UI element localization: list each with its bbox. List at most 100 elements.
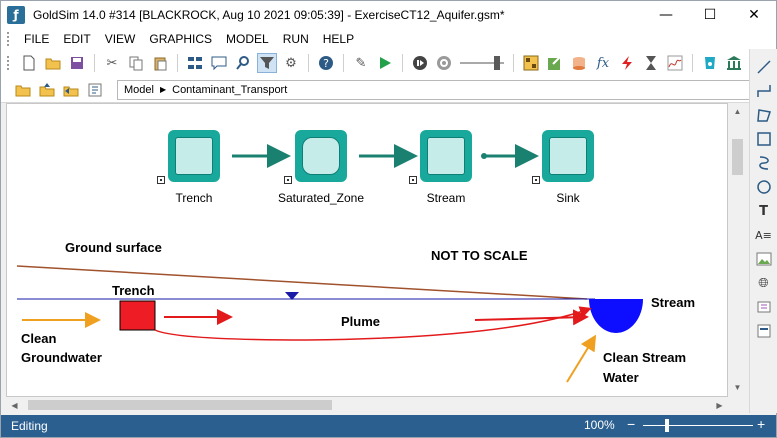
clean-groundwater-label-line2: Groundwater xyxy=(21,350,102,365)
breadcrumb-separator-icon: ▶ xyxy=(159,85,167,94)
zoom-slider[interactable] xyxy=(643,425,753,426)
sink-element[interactable] xyxy=(542,130,594,182)
stream-label: Stream xyxy=(651,295,696,310)
cut-icon[interactable]: ✂ xyxy=(106,55,118,71)
vertical-scrollbar[interactable]: ▲ ▼ xyxy=(729,103,746,413)
clean-stream-water-label-line1: Clean Stream xyxy=(603,350,687,365)
go-back-icon[interactable] xyxy=(61,80,81,100)
polyline-tool-icon[interactable] xyxy=(755,82,773,100)
minimize-button[interactable]: — xyxy=(659,7,673,23)
ground-surface-label: Ground surface xyxy=(65,240,162,255)
find-icon[interactable] xyxy=(233,53,253,73)
contaminant-icon[interactable] xyxy=(700,53,720,73)
menu-model[interactable]: MODEL xyxy=(226,32,269,46)
scroll-down-icon[interactable]: ▼ xyxy=(733,383,742,392)
menu-bar: FILE EDIT VIEW GRAPHICS MODEL RUN HELP xyxy=(1,29,776,49)
menu-edit[interactable]: EDIT xyxy=(63,32,91,46)
maximize-button[interactable]: ☐ xyxy=(703,7,717,23)
menu-help[interactable]: HELP xyxy=(322,32,355,46)
zoom-in-icon[interactable]: + xyxy=(757,416,766,432)
function-icon[interactable]: fx xyxy=(596,55,610,71)
step-icon[interactable] xyxy=(410,53,430,73)
scroll-up-icon[interactable]: ▲ xyxy=(733,107,742,116)
text-tool-icon[interactable]: T xyxy=(759,203,768,219)
timer-icon[interactable] xyxy=(641,53,661,73)
reset-icon[interactable] xyxy=(434,53,454,73)
trench-element[interactable] xyxy=(168,130,220,182)
options-icon[interactable]: ⚙ xyxy=(285,55,297,71)
saturated-zone-element[interactable] xyxy=(295,130,347,182)
browser-icon[interactable] xyxy=(185,53,205,73)
drawing-palette: T A≡ 🌐︎ xyxy=(749,49,777,413)
menu-run[interactable]: RUN xyxy=(282,32,309,46)
trench-box xyxy=(119,300,156,331)
result-chart-icon[interactable] xyxy=(665,53,685,73)
horizontal-scrollbar[interactable]: ◀ ▶ xyxy=(6,397,728,413)
go-home-icon[interactable] xyxy=(85,80,105,100)
trench-label: Trench xyxy=(112,283,155,298)
event-icon[interactable] xyxy=(617,53,637,73)
reservoir-icon xyxy=(549,137,587,175)
container-icon[interactable] xyxy=(521,53,541,73)
polygon-tool-icon[interactable] xyxy=(755,106,773,124)
line-tool-icon[interactable] xyxy=(755,58,773,76)
zoom-slider-thumb[interactable] xyxy=(665,419,669,432)
window-title: GoldSim 14.0 #314 [BLACKROCK, Aug 10 202… xyxy=(33,8,505,22)
toolbar-separator xyxy=(343,54,344,72)
breadcrumb-model[interactable]: Model xyxy=(124,83,154,96)
go-up-icon[interactable] xyxy=(37,80,57,100)
graphics-pane[interactable]: Trench Saturated_Zone Stream Sink Ground… xyxy=(6,103,728,397)
close-button[interactable]: ✕ xyxy=(748,7,760,23)
button-tool-icon[interactable] xyxy=(755,298,773,316)
new-file-icon[interactable] xyxy=(19,53,39,73)
run-icon[interactable] xyxy=(375,53,395,73)
open-folder-icon[interactable] xyxy=(43,53,63,73)
reservoir-icon xyxy=(175,137,213,175)
filter-icon[interactable] xyxy=(257,53,277,73)
scroll-right-icon[interactable]: ▶ xyxy=(716,400,723,410)
note-icon[interactable] xyxy=(209,53,229,73)
financial-icon[interactable] xyxy=(724,53,744,73)
scroll-left-icon[interactable]: ◀ xyxy=(11,400,18,410)
sink-element-marker[interactable] xyxy=(532,176,540,184)
copy-icon[interactable] xyxy=(126,53,146,73)
toolbar-separator xyxy=(177,54,178,72)
dashboard-control-icon[interactable] xyxy=(755,322,773,340)
hyperlink-tool-icon[interactable]: 🌐︎ xyxy=(758,275,769,291)
saturated-zone-element-marker[interactable] xyxy=(284,176,292,184)
menu-view[interactable]: VIEW xyxy=(104,32,136,46)
ground-surface-line xyxy=(16,265,588,300)
speed-slider-thumb[interactable] xyxy=(494,56,500,70)
zoom-out-icon[interactable]: − xyxy=(627,416,636,432)
open-container-icon[interactable] xyxy=(13,80,33,100)
breadcrumb-current[interactable]: Contaminant_Transport xyxy=(172,83,288,96)
reservoir-element-icon[interactable] xyxy=(569,53,589,73)
toolbar-separator xyxy=(402,54,403,72)
save-icon[interactable] xyxy=(67,53,87,73)
text-box-tool-icon[interactable]: A≡ xyxy=(755,228,772,242)
data-element-icon[interactable] xyxy=(545,53,565,73)
speed-slider[interactable] xyxy=(460,56,504,70)
stream-element-marker[interactable] xyxy=(409,176,417,184)
menu-file[interactable]: FILE xyxy=(24,32,50,46)
image-tool-icon[interactable] xyxy=(755,250,773,268)
stream-element[interactable] xyxy=(420,130,472,182)
clean-groundwater-label-line1: Clean xyxy=(21,331,57,346)
curve-tool-icon[interactable] xyxy=(755,154,773,172)
toolbar-separator xyxy=(94,54,95,72)
vertical-scroll-thumb[interactable] xyxy=(732,139,743,175)
trench-element-label: Trench xyxy=(175,191,213,205)
help-icon[interactable]: ? xyxy=(316,53,336,73)
trench-element-marker[interactable] xyxy=(157,176,165,184)
toolbar-grip[interactable] xyxy=(7,32,11,46)
toolbar-grip[interactable] xyxy=(7,56,11,70)
horizontal-scroll-thumb[interactable] xyxy=(28,400,332,410)
menu-graphics[interactable]: GRAPHICS xyxy=(149,32,213,46)
breadcrumb: Model ▶ Contaminant_Transport xyxy=(117,79,757,100)
rectangle-tool-icon[interactable] xyxy=(755,130,773,148)
ellipse-tool-icon[interactable] xyxy=(755,178,773,196)
zoom-level: 100% xyxy=(584,418,615,432)
paste-icon[interactable] xyxy=(150,53,170,73)
edit-mode-icon[interactable]: ✎ xyxy=(355,55,367,71)
reservoir-icon xyxy=(427,137,465,175)
